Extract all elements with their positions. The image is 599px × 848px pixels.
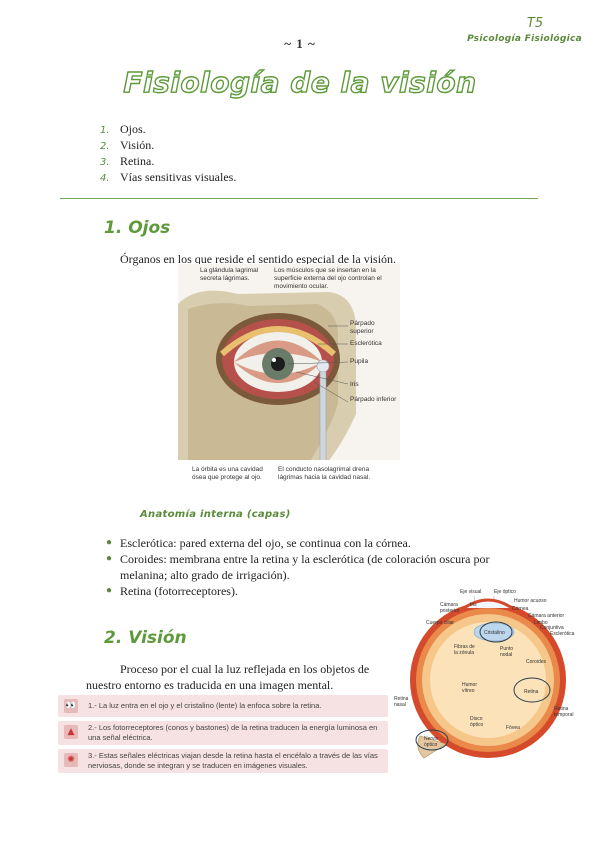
diagram-label: Limbo <box>534 620 548 626</box>
subsection-title-anatomia: Anatomía interna (capas) <box>140 509 291 520</box>
diagram-label: Fibras de la zónula <box>454 644 475 656</box>
list-item: ●Retina (fotorreceptores). <box>106 584 238 598</box>
brain-icon: ✺ <box>64 753 78 767</box>
diagram-label: Cámara posterior <box>440 602 460 614</box>
section-title-vision: 2. Visión <box>104 628 187 648</box>
figure-label-sclera: Esclerótica <box>350 340 382 347</box>
diagram-label: Humor vítreo <box>462 682 478 694</box>
page-number: ~ 1 ~ <box>284 36 316 51</box>
diagram-label: Retina <box>524 689 539 695</box>
diagram-label: Retina nasal <box>394 696 409 708</box>
figure-label-muscles: Los músculos que se insertan en la super… <box>274 267 382 290</box>
figure-label-lower-lid: Párpado inferior <box>350 396 397 403</box>
diagram-label: Retina temporal <box>554 706 574 718</box>
diagram-label: Conjuntiva <box>540 625 564 631</box>
list-item: ●Esclerótica: pared externa del ojo, se … <box>106 536 411 550</box>
diagram-label: Eje visual <box>460 589 482 595</box>
section-intro-vision: Proceso por el cual la luz reflejada en … <box>86 662 370 692</box>
diagram-label: Punto nodal <box>500 646 514 658</box>
eye-photo-illustration <box>178 264 400 494</box>
diagram-label: Cámara anterior <box>528 613 565 619</box>
eye-anatomy-figure: La glándula lagrimal secreta lágrimas. L… <box>178 264 400 494</box>
figure-label-orbit: La órbita es una cavidad ósea que proteg… <box>192 466 263 481</box>
page-title: Fisiología de la visión <box>123 65 477 99</box>
diagram-label: Disco óptico <box>470 716 484 728</box>
diagram-label: Nervio óptico <box>424 736 439 748</box>
diagram-label: Eje óptico <box>494 589 516 595</box>
warning-icon: ▲ <box>64 725 78 739</box>
diagram-label: Coroides <box>526 659 547 665</box>
topic-name: Psicología Fisiológica <box>467 34 582 44</box>
toc-item: 2.Visión. <box>100 138 155 152</box>
vision-step-1: 👀 1.- La luz entra en el ojo y el crista… <box>58 695 388 717</box>
figure-label-gland: La glándula lagrimal secreta lágrimas. <box>200 267 259 282</box>
eye-cross-section-diagram: Eje visual Eje óptico Humor acuoso Cámar… <box>394 588 582 768</box>
diagram-label: Cristalino <box>484 630 505 636</box>
section-divider <box>60 198 538 199</box>
diagram-label: Fóvea <box>506 725 520 731</box>
section-title-ojos: 1. Ojos <box>104 218 171 238</box>
section-intro-ojos: Órganos en los que reside el sentido esp… <box>120 252 397 266</box>
diagram-label: Cuerpo ciliar <box>426 620 455 626</box>
eye-icon: 👀 <box>64 699 78 713</box>
figure-label-upper-lid: Párpado superior <box>350 320 375 335</box>
vision-step-2: ▲ 2.- Los fotorreceptores (conos y basto… <box>58 721 388 745</box>
diagram-label: Humor acuoso <box>514 598 547 604</box>
vision-step-3: ✺ 3.- Estas señales eléctricas viajan de… <box>58 749 388 773</box>
diagram-label: Córnea <box>512 606 529 612</box>
diagram-label: Iris <box>470 602 477 608</box>
figure-label-iris: Iris <box>350 381 359 388</box>
toc-item: 4.Vías sensitivas visuales. <box>100 170 237 184</box>
toc-item: 1.Ojos. <box>100 122 146 136</box>
figure-label-duct: El conducto nasolagrimal drena lágrimas … <box>278 466 371 481</box>
figure-label-pupil: Pupila <box>350 358 369 365</box>
list-item: ●Coroides: membrana entre la retina y la… <box>106 552 490 582</box>
toc-item: 3.Retina. <box>100 154 155 168</box>
topic-code: T5 <box>526 16 544 31</box>
diagram-label: Esclerótica <box>550 631 575 637</box>
